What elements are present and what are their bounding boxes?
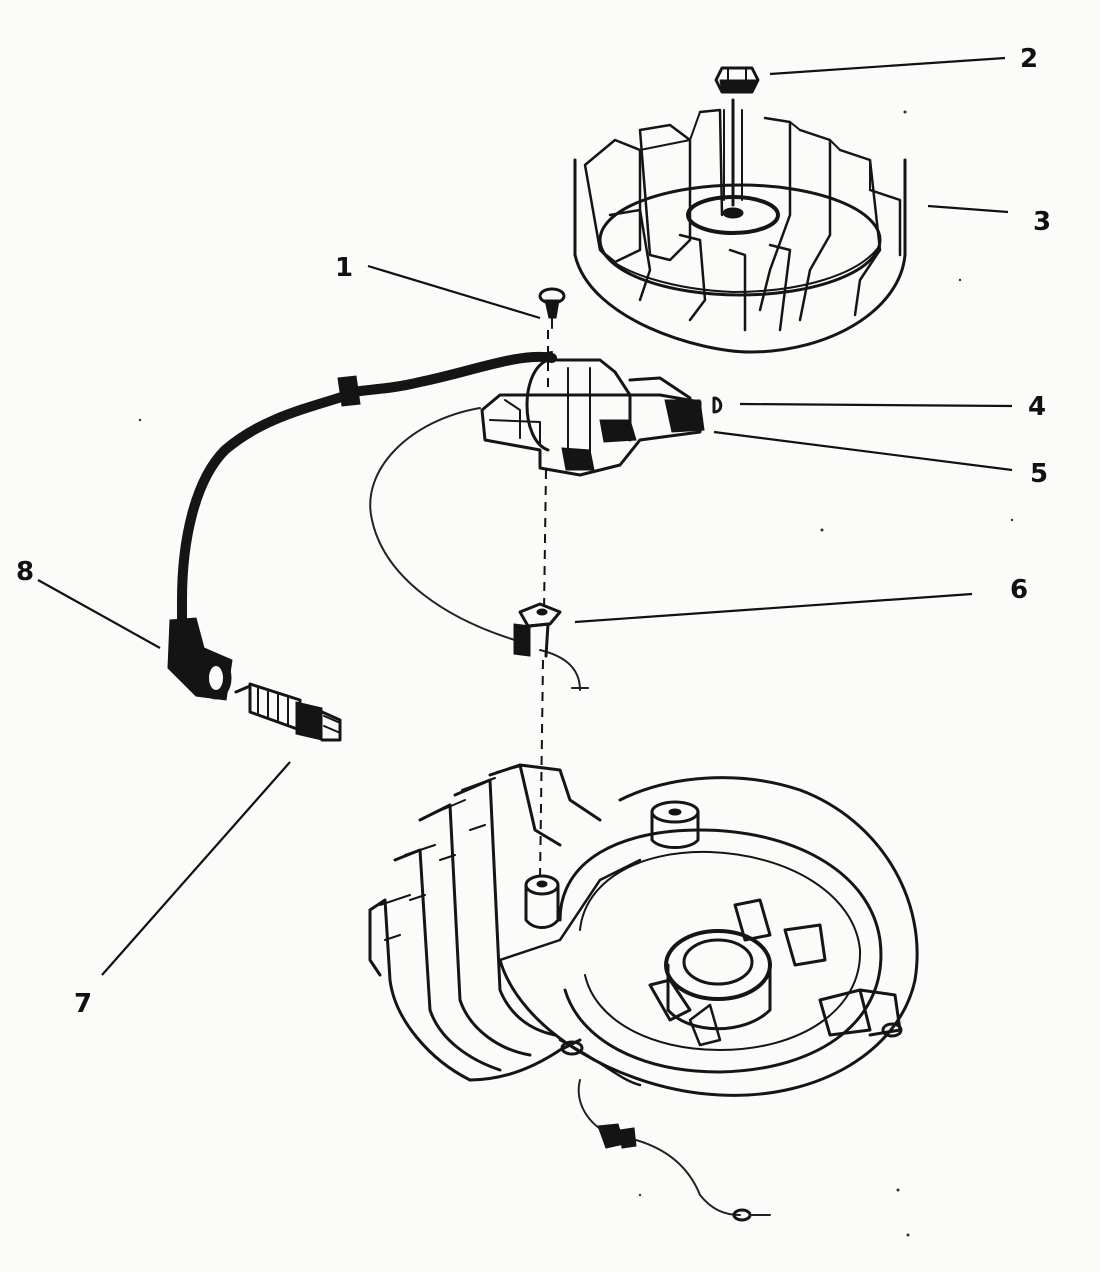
ignition-module [480,358,705,477]
flywheel-nut [714,66,760,94]
callout-3: 3 [1033,207,1051,237]
callout-8: 8 [16,557,34,587]
leader-4 [739,402,1013,408]
leader-6 [574,592,973,624]
spark-plug-lead [177,351,557,645]
leader-5 [713,430,1013,472]
screw [538,287,566,329]
callout-2: 2 [1020,44,1038,74]
callout-1: 1 [335,253,353,283]
leader-1 [367,264,541,320]
callout-7: 7 [74,989,92,1019]
ground-wire [369,407,589,691]
assembly-axis-line [539,330,549,881]
leader-2 [769,56,1006,76]
flywheel [573,98,907,354]
callout-6: 6 [1010,575,1028,605]
spark-plug [234,682,342,742]
scan-speckle [138,110,1014,1237]
leader-7 [101,761,291,976]
callout-5: 5 [1030,459,1048,489]
stop-switch-wire [577,1079,771,1222]
flywheel-key [712,396,723,414]
leader-3 [927,204,1009,214]
callout-4: 4 [1028,392,1046,422]
spark-plug-boot [167,617,233,701]
ground-clip [513,602,562,658]
leader-8 [37,579,161,649]
engine-block [368,763,919,1097]
